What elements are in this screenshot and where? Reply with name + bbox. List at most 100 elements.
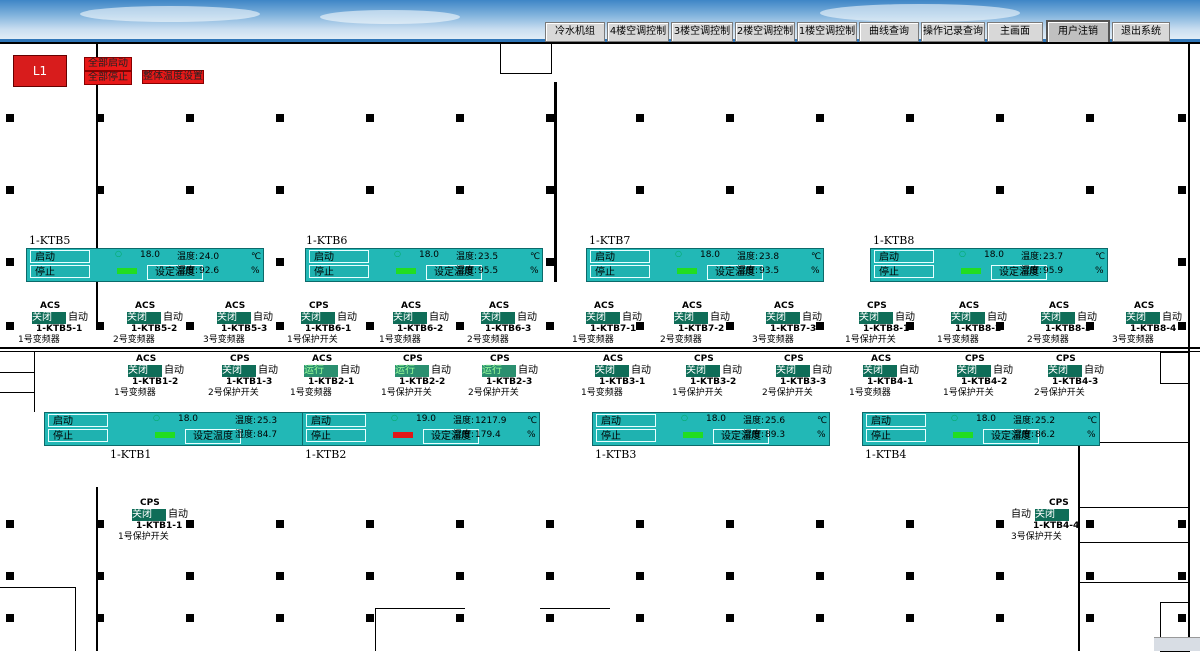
device-description: 2号保护开关 [762,388,813,398]
device-state-button[interactable]: 关闭 [1126,312,1160,324]
nav-floor4[interactable]: 4楼空调控制 [607,22,669,42]
device-type: ACS [1049,301,1070,311]
nav-exit[interactable]: 退出系统 [1112,22,1170,42]
device-state-button[interactable]: 关闭 [776,365,810,377]
device-state-button[interactable]: 运行 [395,365,429,377]
device-state-button[interactable]: 关闭 [32,312,66,324]
device-state-button[interactable]: 运行 [304,365,338,377]
device-description: 1号变频器 [572,335,614,345]
stop-button[interactable]: 停止 [590,265,650,278]
device-state-button[interactable]: 关闭 [1041,312,1075,324]
start-button[interactable]: 启动 [306,414,366,427]
set-temp-button[interactable]: 设定温度 [983,429,1039,444]
device-state-button[interactable]: 关闭 [1035,509,1069,521]
device-state-button[interactable]: 关闭 [301,312,335,324]
stop-button[interactable]: 停止 [30,265,90,278]
stop-button[interactable]: 停止 [48,429,108,442]
set-temp-button[interactable]: 设定温度 [147,265,203,280]
device-state-button[interactable]: 运行 [482,365,516,377]
device-state-button[interactable]: 关闭 [128,365,162,377]
wall [1078,442,1188,443]
overall-temp-set-button[interactable]: 整体温度设置 [142,70,204,84]
nav-main[interactable]: 主画面 [987,22,1043,42]
temp-unit: ℃ [811,252,822,262]
device-state-button[interactable]: 关闭 [595,365,629,377]
temperature-value: 23.5 [478,252,499,262]
column-pillar [996,114,1004,122]
device-name: 1-KTB4-3 [1052,377,1099,387]
device-state-button[interactable]: 关闭 [481,312,515,324]
nav-floor2[interactable]: 2楼空调控制 [735,22,795,42]
start-button[interactable]: 启动 [874,250,934,263]
nav-curve-query[interactable]: 曲线查询 [859,22,919,42]
temperature-label: 温度: [737,252,759,262]
device-state-button[interactable]: 关闭 [674,312,708,324]
device-description: 1号变频器 [379,335,421,345]
device-name: 1-KTB1-2 [132,377,179,387]
humidity-unit: % [817,430,826,440]
device-state-button[interactable]: 关闭 [132,509,166,521]
device-description: 1号保护开关 [381,388,432,398]
start-button[interactable]: 启动 [596,414,656,427]
device-type: CPS [490,354,510,364]
set-temp-button[interactable]: 设定温度 [426,265,482,280]
column-pillar [366,614,374,622]
set-temp-button[interactable]: 设定温度 [713,429,769,444]
setpoint-value: 18.0 [705,414,727,424]
nav-operation-log[interactable]: 操作记录查询 [921,22,985,42]
device-description: 2号变频器 [1027,335,1069,345]
nav-floor3[interactable]: 3楼空调控制 [671,22,733,42]
device-status-widget: CPS 关闭自动 1-KTB1-1 1号保护开关 [118,498,208,543]
temperature-value: 23.8 [759,252,780,262]
mode-label: 自动 [517,312,537,323]
device-state-button[interactable]: 关闭 [586,312,620,324]
device-state-button[interactable]: 关闭 [859,312,893,324]
device-state-button[interactable]: 关闭 [393,312,427,324]
stop-all-button[interactable]: 全部停止 [84,71,132,85]
start-button[interactable]: 启动 [866,414,926,427]
device-state-button[interactable]: 关闭 [957,365,991,377]
stop-button[interactable]: 停止 [874,265,934,278]
device-state-button[interactable]: 关闭 [127,312,161,324]
wall [34,352,35,412]
column-pillar [1086,322,1094,330]
device-state-button[interactable]: 关闭 [222,365,256,377]
device-state-button[interactable]: 关闭 [863,365,897,377]
set-temp-button[interactable]: 设定温度 [423,429,479,444]
device-description: 1号变频器 [114,388,156,398]
mode-label: 自动 [1162,312,1182,323]
device-type: ACS [603,354,624,364]
device-state-button[interactable]: 关闭 [951,312,985,324]
start-button[interactable]: 启动 [48,414,108,427]
device-status-widget: ACS 关闭自动 1-KTB8-4 3号变频器 [1112,301,1200,346]
status-indicator [961,268,981,274]
start-all-button[interactable]: 全部启动 [84,57,132,71]
nav-floor1[interactable]: 1楼空调控制 [797,22,857,42]
set-temp-button[interactable]: 设定温度 [991,265,1047,280]
device-state-button[interactable]: 关闭 [766,312,800,324]
set-temp-button[interactable]: 设定温度 [707,265,763,280]
start-button[interactable]: 启动 [590,250,650,263]
humidity-value: 86.2 [1035,430,1056,440]
stop-button[interactable]: 停止 [866,429,926,442]
humidity-label: 湿度: [235,430,257,440]
temp-unit: ℃ [527,416,538,426]
set-temp-button[interactable]: 设定温度 [185,429,241,444]
stop-button[interactable]: 停止 [306,429,366,442]
device-state-button[interactable]: 关闭 [1048,365,1082,377]
temp-unit: ℃ [1095,252,1106,262]
device-state-button[interactable]: 关闭 [686,365,720,377]
status-indicator [155,432,175,438]
device-state-button[interactable]: 关闭 [217,312,251,324]
stop-button[interactable]: 停止 [309,265,369,278]
column-pillar [816,572,824,580]
humidity-unit: % [530,266,539,276]
device-description: 3号变频器 [203,335,245,345]
start-button[interactable]: 启动 [309,250,369,263]
device-description: 2号保护开关 [208,388,259,398]
nav-logout[interactable]: 用户注销 [1046,20,1110,44]
cloud-decoration [80,6,260,22]
start-button[interactable]: 启动 [30,250,90,263]
nav-chiller[interactable]: 冷水机组 [545,22,605,42]
stop-button[interactable]: 停止 [596,429,656,442]
